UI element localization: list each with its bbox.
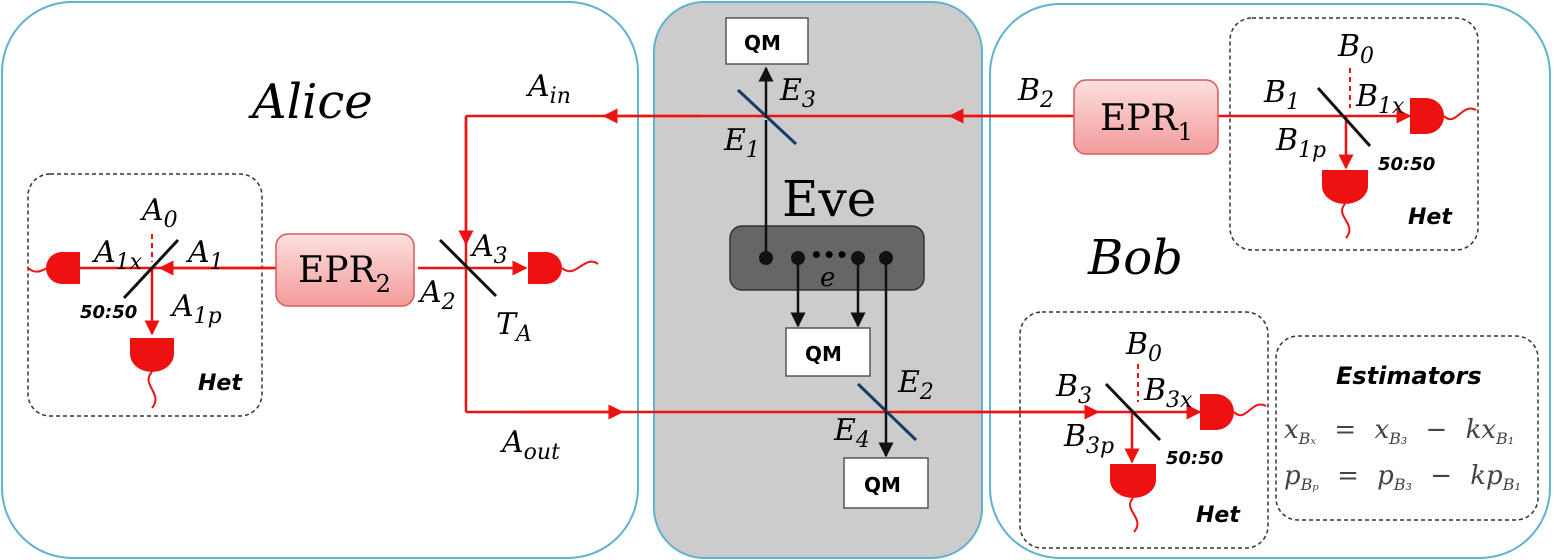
bob-het-splitter-bottom	[1104, 382, 1162, 442]
epr1-source: EPR1	[1073, 79, 1219, 155]
het-bob-bottom: Het	[1196, 503, 1241, 528]
label-a1x: A1x	[91, 235, 143, 275]
detector-alice-a3	[528, 252, 599, 284]
estimator-p: pBₚ = pB₃ − kpB₁	[1284, 461, 1521, 497]
estimators-title: Estimators	[1336, 362, 1482, 390]
label-b1x: B1x	[1355, 79, 1405, 119]
label-a0: A0	[139, 193, 178, 233]
alice-het-splitter	[122, 238, 180, 300]
label-b1p: B1p	[1275, 123, 1326, 163]
svg-text:EPR2: EPR2	[298, 250, 391, 298]
label-aout: Aout	[499, 425, 560, 465]
epr2-source: EPR2	[275, 233, 415, 307]
bob-het-box-top	[1229, 17, 1479, 251]
label-b1: B1	[1263, 75, 1300, 115]
label-e2: E2	[897, 365, 934, 405]
detector-bob-bottom-x	[1200, 394, 1267, 430]
label-a2: A2	[417, 275, 456, 315]
detector-bob-top-x	[1410, 98, 1477, 134]
label-a1p: A1p	[169, 289, 222, 329]
label-b3x: B3x	[1143, 373, 1193, 413]
svg-text:QM: QM	[864, 473, 901, 497]
label-b2: B2	[1017, 73, 1054, 113]
eve-title: Eve	[782, 170, 876, 228]
alice-transmission-splitter	[438, 238, 498, 298]
bob-title: Bob	[1087, 230, 1183, 286]
detector-alice-bottom	[130, 338, 174, 409]
svg-text:QM: QM	[744, 31, 781, 55]
detector-alice-left	[27, 252, 80, 284]
bob-het-splitter-top	[1316, 86, 1372, 148]
ratio-bob-top: 50:50	[1378, 154, 1435, 175]
alice-het-box	[27, 173, 263, 417]
label-e3: E3	[779, 73, 816, 113]
label-a3: A3	[469, 229, 508, 269]
label-b0-bottom: B0	[1125, 327, 1162, 367]
qm-bottom: QM	[843, 457, 929, 509]
het-bob-top: Het	[1408, 205, 1453, 230]
label-ta: TA	[496, 307, 532, 347]
estimators-box	[1275, 335, 1539, 521]
ratio-bob-bottom: 50:50	[1166, 448, 1223, 469]
qm-top: QM	[725, 17, 809, 65]
qm-middle: QM	[785, 327, 871, 377]
alice-title: Alice	[248, 74, 373, 130]
label-e4: E4	[833, 413, 870, 453]
label-ain: Ain	[525, 69, 571, 109]
label-a1: A1	[185, 235, 224, 275]
label-b3p: B3p	[1063, 419, 1114, 459]
svg-text:QM: QM	[805, 342, 842, 366]
label-b3: B3	[1055, 369, 1092, 409]
ratio-alice: 50:50	[80, 302, 137, 323]
eve-lines	[758, 66, 894, 458]
beams	[60, 108, 1412, 464]
bob-het-box-bottom	[1019, 311, 1269, 549]
label-b0-top: B0	[1337, 29, 1374, 69]
eve-device	[729, 225, 925, 291]
estimator-x: xBₓ = xB₃ − kxB₁	[1284, 415, 1514, 451]
svg-text:EPR1: EPR1	[1100, 98, 1193, 146]
eve-dots: •••	[810, 243, 848, 267]
het-alice: Het	[198, 371, 243, 396]
detector-bob-top-p	[1322, 170, 1368, 239]
label-e1: E1	[723, 123, 760, 163]
detector-bob-bottom-p	[1110, 464, 1156, 533]
eve-e-label: e	[820, 263, 835, 293]
